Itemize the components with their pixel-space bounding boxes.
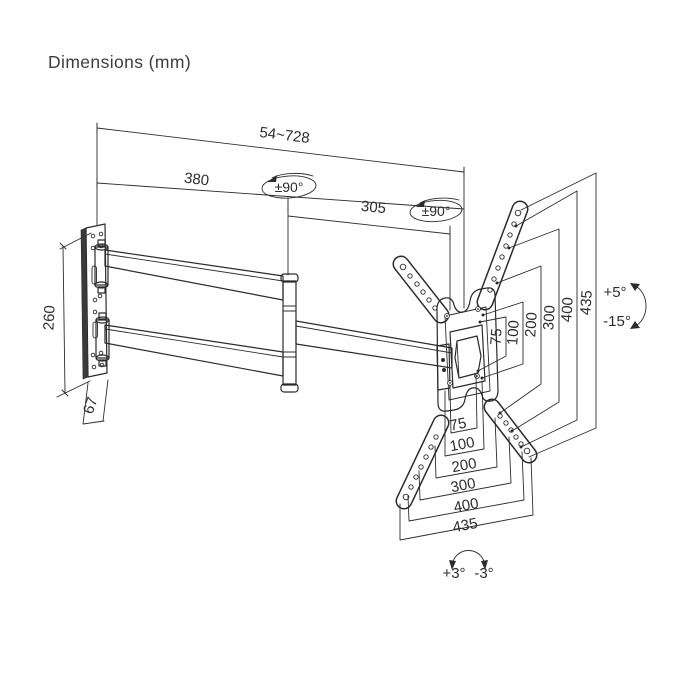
dim-label-h400: 400 xyxy=(452,495,480,516)
wall-hinge-top xyxy=(94,239,109,294)
vesa-vertical-dimensions: 75 100 200 300 400 435 xyxy=(476,172,597,458)
dim-label-h300: 300 xyxy=(449,475,477,496)
upper-arm xyxy=(104,249,284,301)
articulating-arms xyxy=(104,249,453,393)
vesa-bracket xyxy=(392,200,538,510)
tilt-annotation: +5° -15° xyxy=(603,283,647,330)
dim-label-extension-range: 54~728 xyxy=(258,124,310,147)
top-dimensions: 54~728 380 ±90° 305 ±90° xyxy=(96,122,465,311)
dim-plate-depth: 67 xyxy=(80,379,109,425)
dim-line-arm-b xyxy=(287,215,451,235)
swivel-icon-right: ±90° xyxy=(409,197,463,223)
dim-plate-height: 260 xyxy=(40,232,92,398)
bracket-arm-upper-right xyxy=(476,200,529,311)
wall-plate-edge xyxy=(80,227,89,380)
swivel-icon-left: ±90° xyxy=(261,172,317,199)
bracket-arm-lower-left xyxy=(395,414,450,510)
tilt-arc-icon xyxy=(633,284,647,328)
dim-label-v400: 400 xyxy=(558,297,577,323)
tilt-up-label: +5° xyxy=(603,284,626,301)
dim-label-h435: 435 xyxy=(451,515,479,536)
wall-plate-holes xyxy=(90,231,105,370)
tilt-down-label: -15° xyxy=(603,313,631,330)
lower-arm xyxy=(104,324,284,377)
dim-label-arm-b: 305 xyxy=(360,198,387,218)
roll-left-label: +3° xyxy=(442,565,465,582)
dim-label-v100: 100 xyxy=(504,320,523,346)
dim-label-v75: 75 xyxy=(487,328,505,346)
wall-hinge-bottom xyxy=(95,312,110,367)
dim-label-h100: 100 xyxy=(448,434,476,455)
dim-line-arm-a xyxy=(96,182,465,210)
roll-right-label: -3° xyxy=(474,565,493,582)
swivel-right-label: ±90° xyxy=(422,203,451,219)
dim-label-h75: 75 xyxy=(448,415,468,435)
dim-label-arm-a: 380 xyxy=(183,170,210,190)
page-title: Dimensions (mm) xyxy=(48,52,191,72)
extension-arm xyxy=(295,320,453,369)
swivel-left-label: ±90° xyxy=(275,179,304,195)
dim-label-v435: 435 xyxy=(577,290,596,316)
dim-label-plate-height: 260 xyxy=(40,305,58,331)
dim-label-plate-depth: 67 xyxy=(80,395,101,416)
bracket-arm-upper-left xyxy=(392,255,450,324)
dim-line-overall xyxy=(96,127,465,173)
dim-ticks-arm-a xyxy=(96,177,289,213)
roll-annotation: +3° -3° xyxy=(442,550,494,582)
dim-label-v200: 200 xyxy=(522,312,541,338)
dim-ticks-overall xyxy=(96,122,465,178)
dim-label-h200: 200 xyxy=(450,455,478,476)
vesa-horizontal-dimensions: 75 100 200 300 400 435 xyxy=(399,374,534,541)
wall-plate: 260 67 xyxy=(40,223,110,425)
dim-label-v300: 300 xyxy=(540,305,559,331)
